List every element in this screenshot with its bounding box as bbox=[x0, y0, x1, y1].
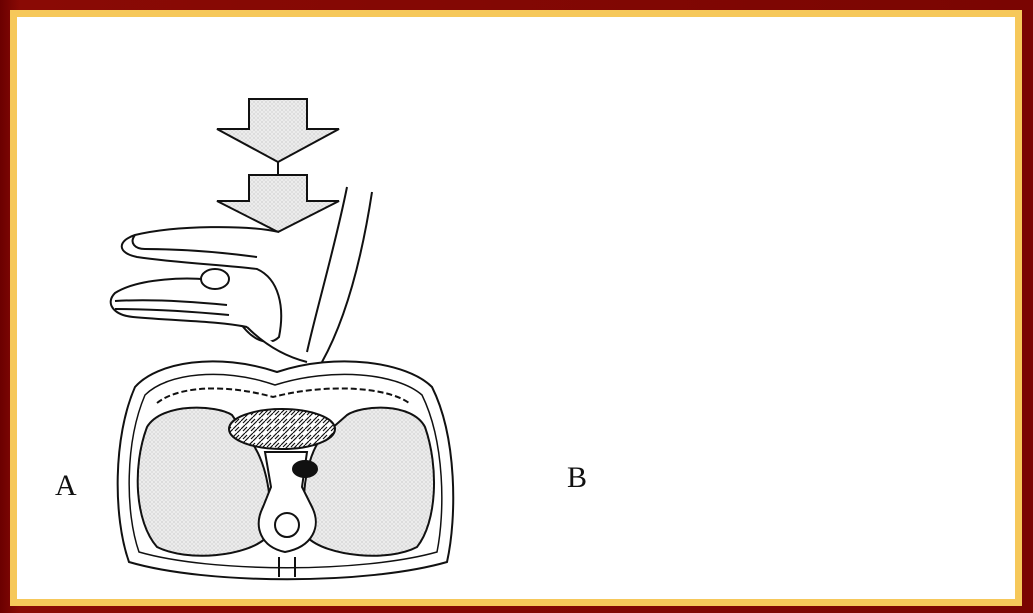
hands-icon bbox=[111, 227, 307, 362]
cpr-diagram bbox=[17, 17, 1015, 599]
panel-label-b: B bbox=[567, 461, 587, 495]
chest-cross-section-a bbox=[118, 361, 454, 579]
panel-label-a: A bbox=[55, 469, 77, 503]
panel-a bbox=[111, 99, 454, 579]
figure-frame: A B bbox=[10, 10, 1022, 606]
arrow-down-icon bbox=[217, 99, 339, 232]
